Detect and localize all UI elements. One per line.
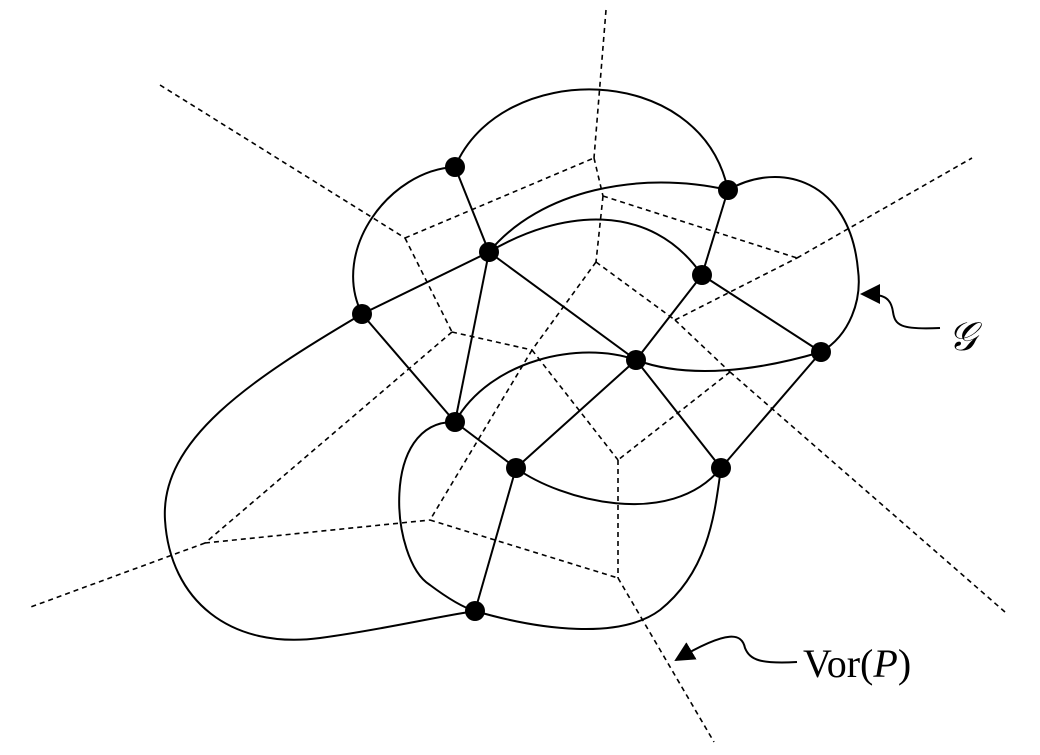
graph-vertices — [352, 157, 831, 621]
voronoi-label-prefix: Vor( — [803, 641, 873, 686]
voronoi-edge — [429, 519, 619, 579]
voronoi-edge — [159, 84, 406, 239]
graph-vertex — [465, 601, 485, 621]
graph-vertex — [445, 157, 465, 177]
graph-vertex — [811, 342, 831, 362]
voronoi-edge — [593, 9, 607, 159]
voronoi-edge — [617, 371, 731, 461]
voronoi-diagram — [27, 9, 1006, 743]
voronoi-edge — [27, 542, 206, 609]
graph-edge — [635, 274, 703, 361]
graph-edge — [701, 274, 822, 353]
voronoi-edge — [617, 577, 715, 743]
graph-edge — [398, 420, 476, 612]
voronoi-edge — [729, 371, 1006, 613]
graph-edge — [474, 467, 517, 612]
graph-vertex — [352, 304, 372, 324]
graph-vertex — [711, 458, 731, 478]
graph-edge — [474, 467, 722, 631]
graph-edge — [454, 251, 490, 423]
voronoi-edge — [429, 349, 533, 521]
graph-edge — [454, 421, 517, 469]
graph-edge — [635, 351, 822, 372]
graph-edge — [488, 218, 703, 276]
graph-edge — [635, 359, 722, 469]
voronoi-edge — [595, 261, 676, 321]
graph-vertex — [692, 265, 712, 285]
graph-edge — [701, 189, 729, 276]
graph-vertex — [626, 350, 646, 370]
graph-label: 𝒢 — [948, 314, 983, 360]
graph-edge — [454, 351, 637, 423]
graph-pointer-arrow — [860, 284, 941, 330]
voronoi-edge — [451, 331, 533, 351]
graph-edge — [488, 251, 637, 361]
graph-edge — [488, 181, 729, 253]
voronoi-edge — [404, 157, 595, 239]
voronoi-pointer-arrow — [674, 635, 798, 664]
graph-vertex — [718, 180, 738, 200]
voronoi-label-suffix: ) — [898, 641, 911, 686]
voronoi-edge — [796, 157, 973, 259]
voronoi-edge — [404, 237, 453, 333]
graph-edges — [163, 88, 860, 641]
graph-edge — [163, 313, 476, 641]
graph-edge — [361, 313, 456, 423]
voronoi-edge — [204, 519, 431, 544]
voronoi-edge — [531, 349, 619, 461]
voronoi-edge — [674, 257, 798, 321]
graph-edge — [515, 359, 637, 469]
graph-edge — [454, 166, 490, 253]
graph-vertex — [479, 242, 499, 262]
graph-edge — [454, 88, 729, 191]
graph-edge — [352, 166, 456, 315]
voronoi-edge — [602, 195, 798, 259]
graph-edge — [727, 176, 860, 353]
graph-edge — [720, 351, 822, 469]
voronoi-edge — [595, 195, 604, 263]
voronoi-edge — [204, 331, 453, 544]
voronoi-edge — [674, 319, 731, 373]
voronoi-label-variable: P — [872, 641, 897, 686]
voronoi-edge — [593, 157, 604, 197]
graph-edge — [361, 251, 490, 315]
graph-vertex — [506, 458, 526, 478]
graph-vertex — [445, 412, 465, 432]
voronoi-label: Vor(P) — [803, 641, 911, 686]
graph-edge — [515, 467, 722, 506]
